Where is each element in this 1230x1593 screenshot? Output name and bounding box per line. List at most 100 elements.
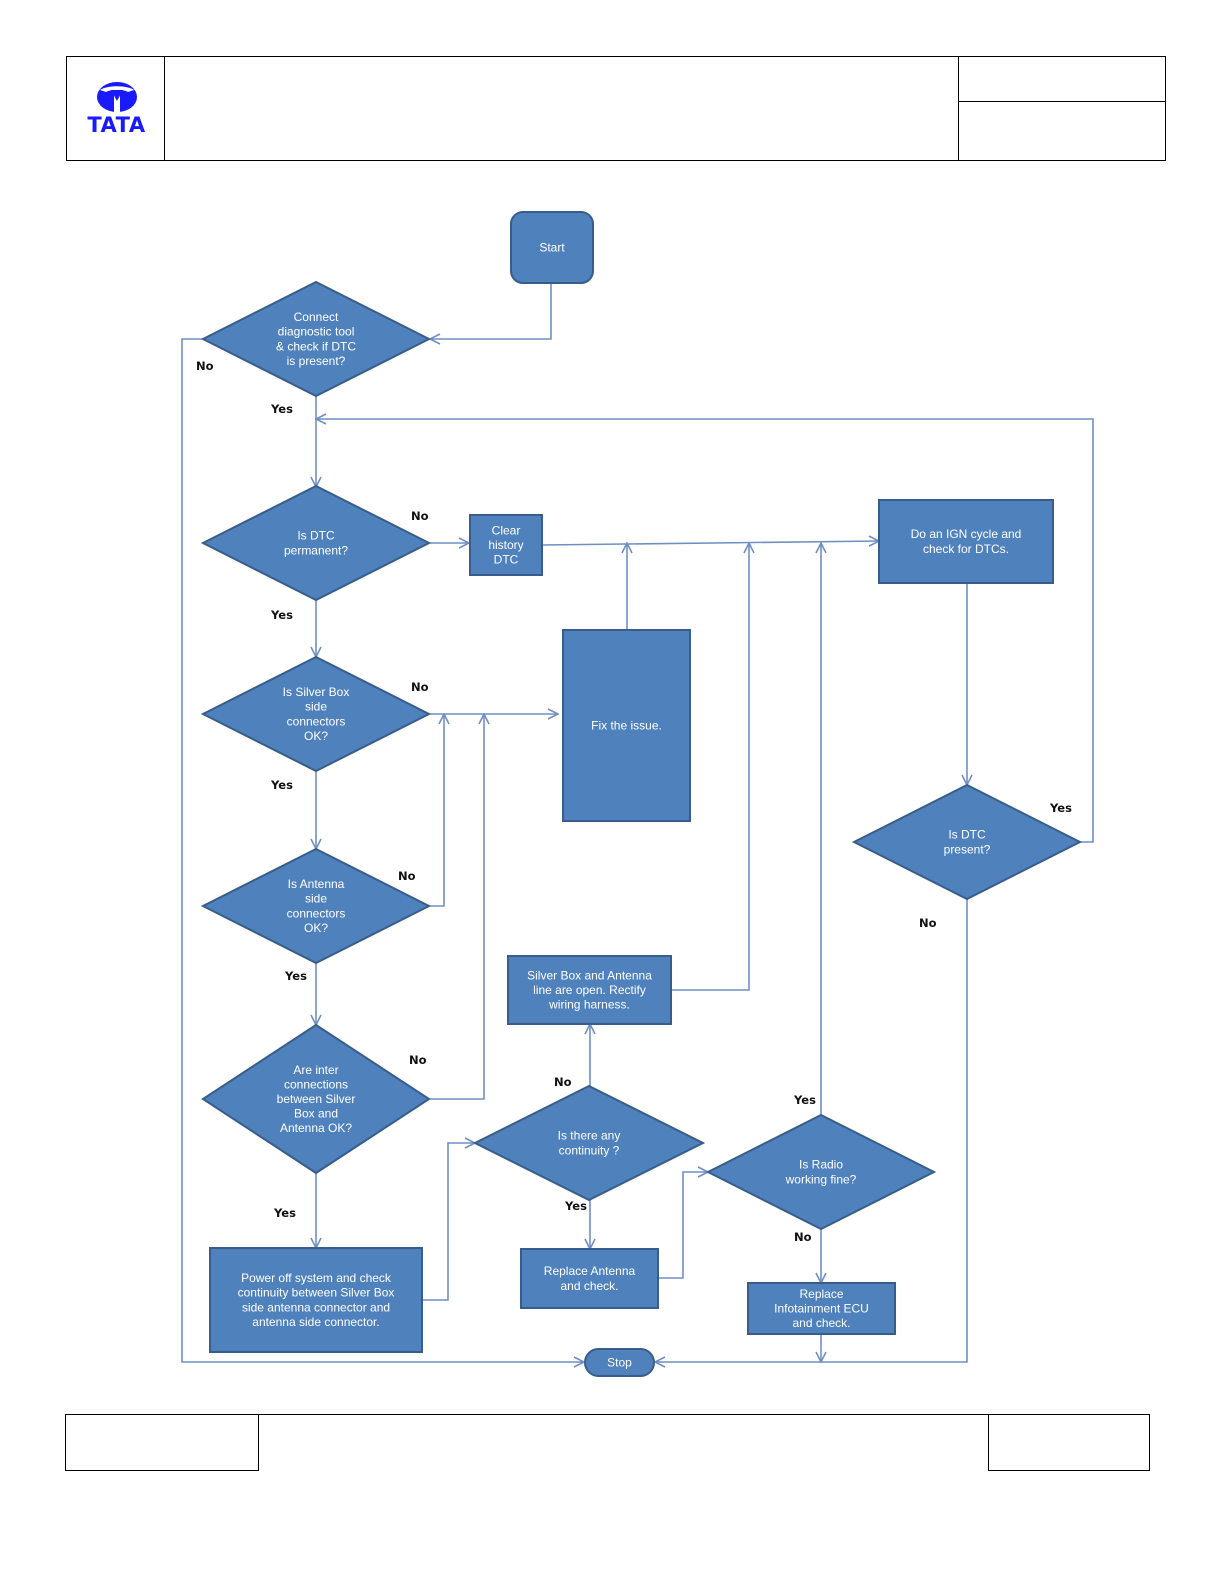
node-text-line: OK? <box>304 729 328 743</box>
node-text-line: Infotainment ECU <box>774 1302 869 1316</box>
node-text-line: permanent? <box>284 543 348 557</box>
node-text-line: side <box>305 700 327 714</box>
node-stop: Stop <box>584 1348 655 1377</box>
rect-shape <box>209 1247 423 1353</box>
rect-shape <box>507 955 672 1025</box>
header-title-cell <box>164 56 959 161</box>
edge-label-permanent-yes: Yes <box>270 608 293 622</box>
edge-label-inter-yes: Yes <box>273 1206 296 1220</box>
diamond-shape <box>200 484 432 602</box>
footer-right-cell <box>988 1414 1150 1471</box>
diamond-shape <box>851 783 1083 901</box>
edge-label-connect-yes: Yes <box>270 402 293 416</box>
footer-left-cell <box>65 1414 259 1471</box>
node-text-line: connectors <box>287 906 346 920</box>
edge-lines-open-to-ign <box>671 543 749 991</box>
pill-shape <box>584 1348 655 1377</box>
node-text-line: wiring harness. <box>548 998 630 1012</box>
node-text-line: & check if DTC <box>276 339 356 353</box>
node-text-line: Stop <box>607 1356 632 1370</box>
connectors <box>181 283 1094 1362</box>
rect-shape <box>520 1248 659 1309</box>
diamond-shape <box>201 1023 431 1175</box>
edge-connect-no-stop <box>181 338 584 1362</box>
node-text-line: check for DTCs. <box>923 542 1009 556</box>
edge-dtc-present-yes-loop <box>316 419 1094 843</box>
edge-label-radio-no: No <box>794 1230 812 1244</box>
node-text-line: continuity between Silver Box <box>238 1286 395 1300</box>
node-text-line: Box and <box>294 1107 338 1121</box>
node-text-line: Is DTC <box>948 828 986 842</box>
edge-label-permanent-no: No <box>411 509 429 523</box>
node-text-line: diagnostic tool <box>278 325 355 339</box>
node-text-line: side <box>305 892 327 906</box>
footer-center-cell <box>258 1414 989 1415</box>
diamond-shape <box>200 847 432 965</box>
node-text-line: working fine? <box>785 1172 857 1186</box>
edge-label-antenna-no: No <box>398 869 416 883</box>
tata-logo-icon <box>97 82 137 112</box>
node-text-line: Silver Box and Antenna <box>527 968 652 982</box>
node-text-line: present? <box>944 842 991 856</box>
node-text-line: DTC <box>494 553 519 567</box>
edge-label-inter-no: No <box>409 1053 427 1067</box>
node-text-line: and check. <box>792 1316 850 1330</box>
edge-antenna-no <box>430 714 444 907</box>
node-text-line: and check. <box>560 1279 618 1293</box>
node-text-line: Start <box>539 241 565 255</box>
diamond-shape <box>200 280 432 398</box>
diamond-shape <box>705 1113 937 1231</box>
edge-replace-antenna-radio <box>658 1172 708 1279</box>
node-text-line: Clear <box>492 523 521 537</box>
node-text-line: Are inter <box>293 1063 338 1077</box>
rect-shape <box>562 629 691 822</box>
edge-label-silver-yes: Yes <box>270 778 293 792</box>
node-text-line: Is Radio <box>799 1158 843 1172</box>
node-text-line: connections <box>284 1077 348 1091</box>
edge-label-continuity-no: No <box>554 1075 572 1089</box>
node-text-line: Antenna OK? <box>280 1121 352 1135</box>
rect-shape <box>878 499 1054 584</box>
node-text-line: continuity ? <box>559 1143 620 1157</box>
diamond-shape <box>472 1084 706 1202</box>
header-ref-bottom-cell <box>958 101 1166 161</box>
node-text-line: Fix the issue. <box>591 719 662 733</box>
node-text-line: Is there any <box>558 1129 621 1143</box>
diamond-shape <box>200 655 432 773</box>
node-text-line: Is Silver Box <box>283 685 350 699</box>
edge-label-connect-no: No <box>196 359 214 373</box>
edge-dtc-present-no-stop <box>655 899 968 1362</box>
node-text-line: Is Antenna <box>288 877 345 891</box>
node-text-line: Power off system and check <box>241 1271 392 1285</box>
edge-start-connect <box>430 283 552 339</box>
node-text-line: Replace <box>799 1287 843 1301</box>
node-start: Start <box>510 211 594 284</box>
rect-shape <box>747 1282 896 1335</box>
edge-label-dtc-present-yes: Yes <box>1049 801 1072 815</box>
node-text-line: Do an IGN cycle and <box>911 527 1022 541</box>
node-text-line: line are open. Rectify <box>533 983 646 997</box>
edge-clear-ign <box>541 541 879 545</box>
node-text-line: connectors <box>287 714 346 728</box>
node-text-line: Is DTC <box>297 529 335 543</box>
header-logo-cell: TATA <box>66 56 165 161</box>
node-text-line: between Silver <box>277 1092 356 1106</box>
logo-text: TATA <box>87 113 146 137</box>
rounded-shape <box>510 211 594 284</box>
